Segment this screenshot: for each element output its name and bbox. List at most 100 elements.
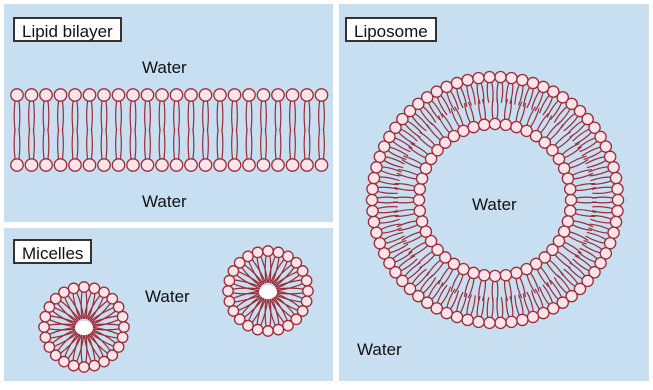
lipid-head (98, 89, 110, 101)
lipid-head (612, 194, 623, 205)
lipid-head (199, 159, 211, 171)
lipid-head (273, 247, 283, 257)
lipid-head (414, 184, 425, 195)
lipid-head (301, 159, 313, 171)
lipid-head (214, 89, 226, 101)
lipid-head (562, 173, 573, 184)
liposome-panel-label: Liposome (345, 17, 437, 42)
lipid-head (612, 205, 623, 216)
lipid-head (228, 159, 240, 171)
lipid-head (538, 308, 549, 319)
lipid-head (500, 119, 511, 130)
lipid-head (462, 314, 473, 325)
lipid-head (119, 322, 129, 332)
lipid-head (451, 77, 462, 88)
lipid-head (257, 159, 269, 171)
lipid-head (368, 216, 379, 227)
lipid-head (610, 172, 621, 183)
lipid-head (368, 172, 379, 183)
lipid-head (517, 314, 528, 325)
lipid-head (40, 311, 50, 321)
micelle-core (259, 285, 277, 299)
lipid-head (612, 183, 623, 194)
lipid-head (371, 162, 382, 173)
lipid-head (44, 342, 54, 352)
lipid-head (25, 159, 37, 171)
lipid-head (98, 159, 110, 171)
lipid-head (565, 184, 576, 195)
lipid-head (243, 251, 253, 261)
bilayer-water-top-label: Water (142, 58, 187, 78)
lipid-head (79, 282, 89, 292)
lipid-head (54, 159, 66, 171)
lipid-head (605, 151, 616, 162)
lipid-head (214, 159, 226, 171)
lipid-head (243, 159, 255, 171)
lipid-head (297, 266, 307, 276)
lipid-head (117, 332, 127, 342)
lipid-head (366, 194, 377, 205)
lipid-head (224, 275, 234, 285)
lipid-head (416, 216, 427, 227)
lipid-head (489, 118, 500, 129)
lipid-head (495, 72, 506, 83)
lipid-head (608, 162, 619, 173)
lipid-head (374, 238, 385, 249)
lipid-head (69, 89, 81, 101)
lipid-head (117, 311, 127, 321)
lipid-head (506, 316, 517, 327)
lipid-head (185, 159, 197, 171)
micelles-water-label: Water (145, 287, 190, 307)
lipid-head (441, 81, 452, 92)
lipid-head (68, 360, 78, 370)
lipid-head (141, 159, 153, 171)
micelles-panel-label: Micelles (13, 239, 92, 264)
lipid-head (40, 159, 52, 171)
lipid-head (112, 159, 124, 171)
lipid-head (479, 270, 490, 281)
lipid-head (283, 320, 293, 330)
lipid-head (141, 89, 153, 101)
lipid-head (252, 324, 262, 334)
lipid-head (303, 286, 313, 296)
lipid-head (228, 89, 240, 101)
lipid-head (610, 216, 621, 227)
lipid-head (527, 311, 538, 322)
lipid-head (170, 159, 182, 171)
liposome-water-outside-label: Water (357, 340, 402, 360)
lipid-head (252, 247, 262, 257)
lipid-head (243, 89, 255, 101)
lipid-head (54, 89, 66, 101)
lipid-head (185, 89, 197, 101)
lipid-head (273, 324, 283, 334)
lipid-head (272, 89, 284, 101)
lipid-head (413, 194, 424, 205)
lipid-head (112, 89, 124, 101)
bilayer-water-bottom-label: Water (142, 192, 187, 212)
lipid-head (517, 74, 528, 85)
lipid-head (565, 194, 576, 205)
lipid-head (25, 89, 37, 101)
lipid-head (69, 159, 81, 171)
lipid-head (156, 159, 168, 171)
lipid-head (506, 73, 517, 84)
lipid-head (224, 296, 234, 306)
lipid-head (79, 362, 89, 372)
liposome-water-inside-label: Water (472, 195, 517, 215)
lipid-head (301, 296, 311, 306)
lipid-head (257, 89, 269, 101)
micelle-core (75, 321, 93, 335)
lipid-head (414, 205, 425, 216)
lipid-head (99, 356, 109, 366)
lipid-head (11, 159, 23, 171)
lipid-head (272, 159, 284, 171)
lipid-head (367, 205, 378, 216)
lipid-head (500, 270, 511, 281)
lipid-head (11, 89, 23, 101)
lipid-head (263, 246, 273, 256)
lipid-head (468, 121, 479, 132)
lipid-head (301, 275, 311, 285)
lipid-head (367, 183, 378, 194)
lipid-head (156, 89, 168, 101)
